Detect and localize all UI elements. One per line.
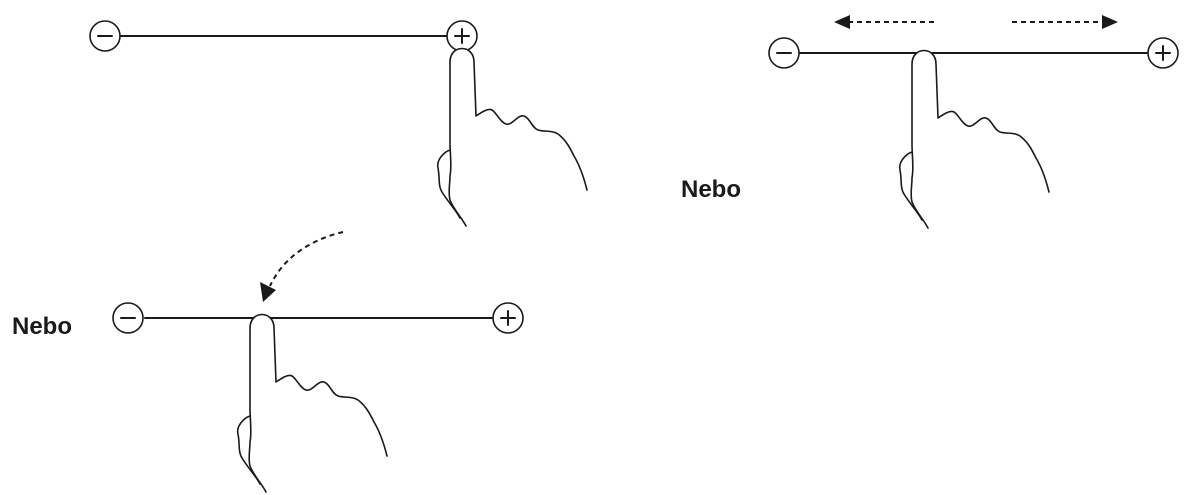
dashed-arrow-left-icon xyxy=(834,15,934,29)
plus-circle-icon xyxy=(492,302,524,334)
panel-bottom-left xyxy=(112,231,524,493)
plus-circle-icon xyxy=(1147,37,1179,69)
pointing-hand-icon xyxy=(236,313,388,493)
panel-top-left xyxy=(89,20,588,227)
minus-circle-icon xyxy=(89,20,121,52)
pointing-hand-icon xyxy=(436,47,588,227)
panel-label-bottom: Nebo xyxy=(12,313,72,340)
panel-right xyxy=(768,15,1179,229)
minus-circle-icon xyxy=(112,302,144,334)
pointing-hand-icon xyxy=(898,49,1050,229)
dashed-arrow-right-icon xyxy=(1012,15,1118,29)
plus-circle-icon xyxy=(446,20,478,52)
panel-label-right: Nebo xyxy=(681,176,741,203)
minus-circle-icon xyxy=(768,37,800,69)
dashed-curved-arrow-icon xyxy=(260,231,344,302)
